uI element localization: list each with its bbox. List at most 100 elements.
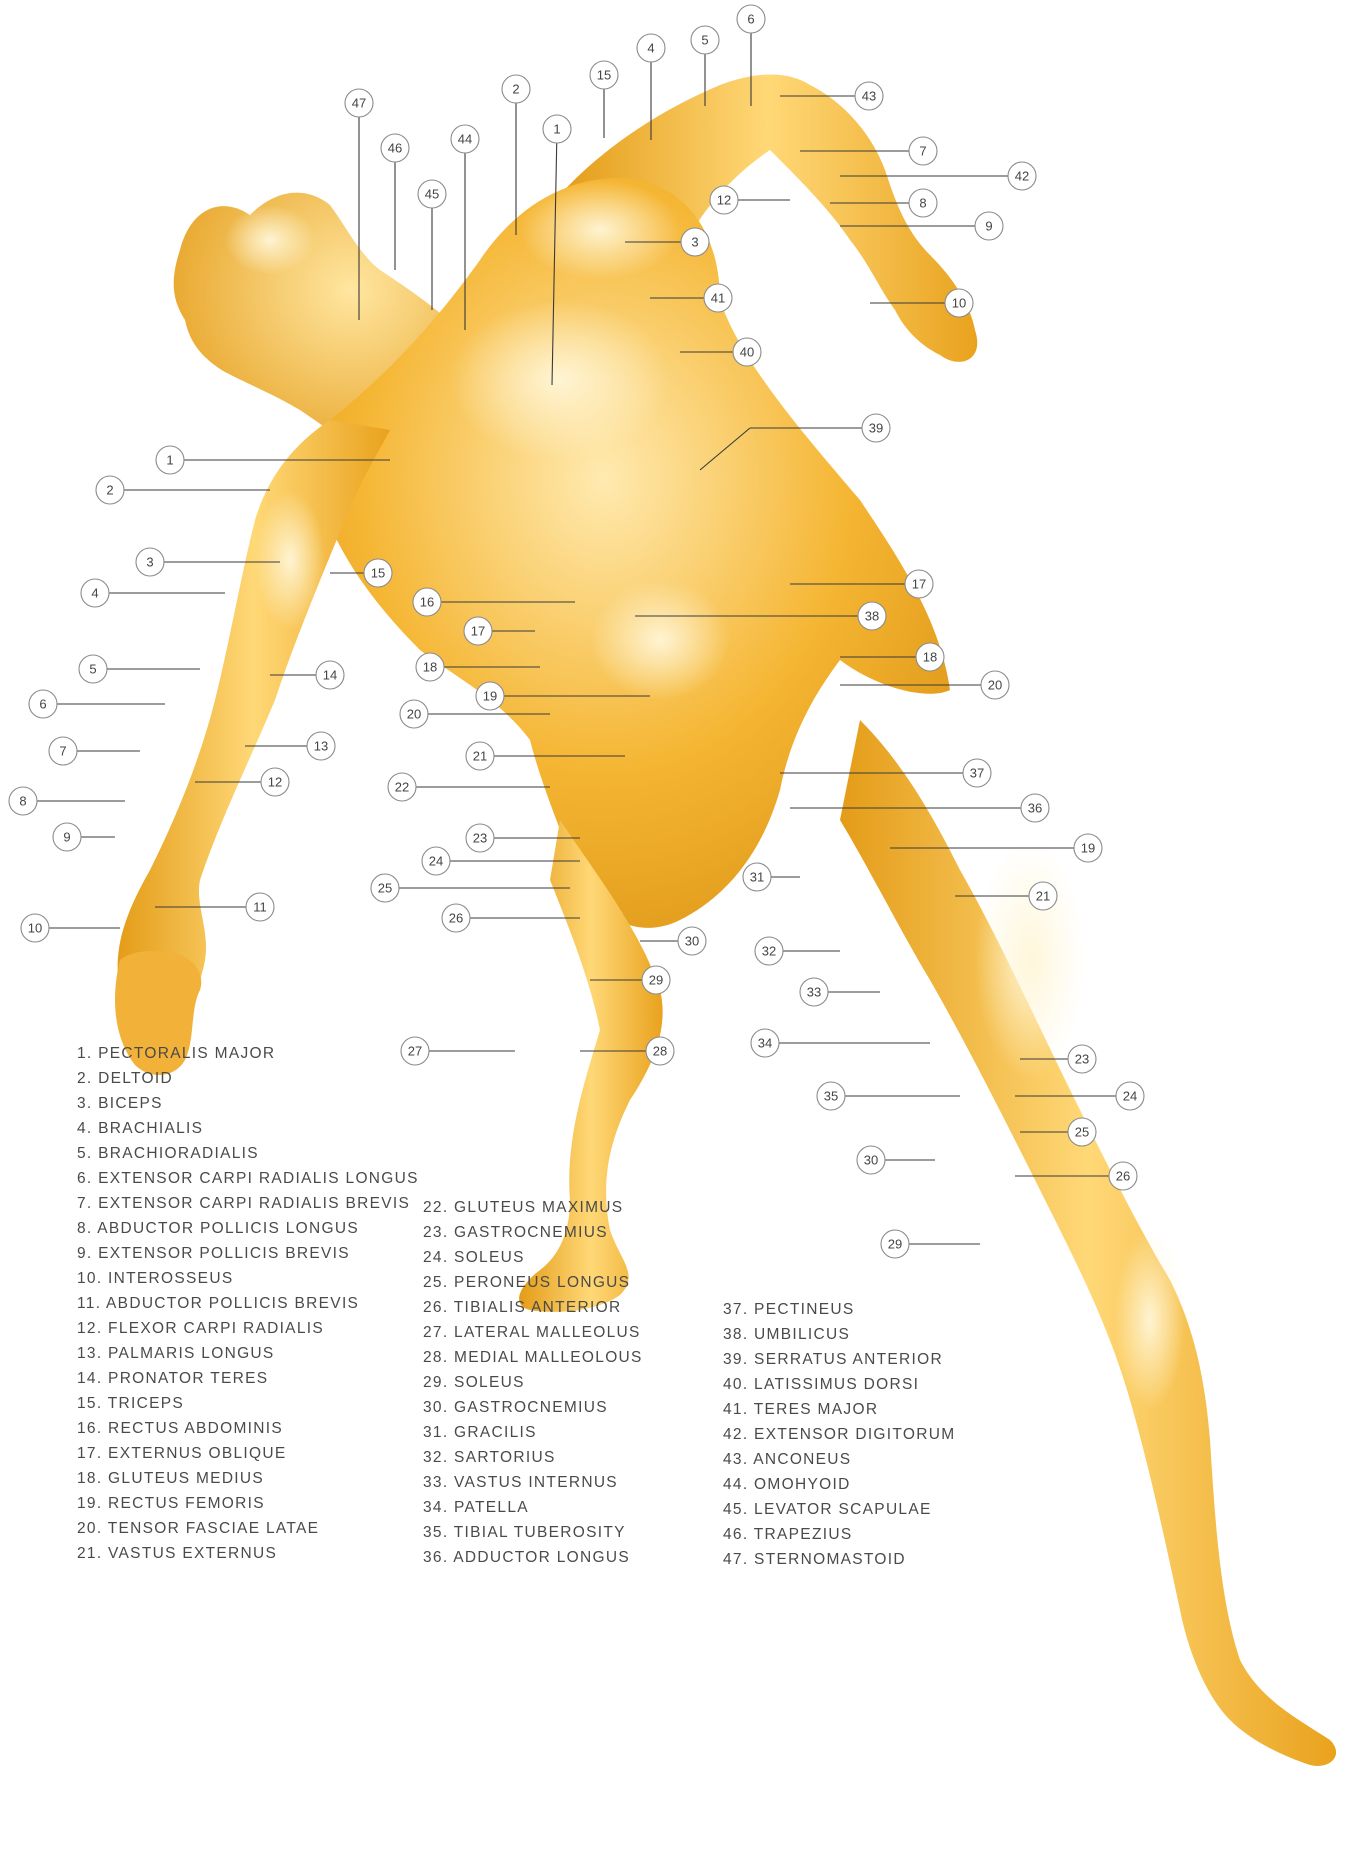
callout-number: 23	[473, 831, 487, 846]
callout-number: 6	[747, 12, 754, 27]
callout-number: 37	[970, 766, 984, 781]
callout-number: 17	[471, 624, 485, 639]
callout-number: 3	[146, 555, 153, 570]
callout-number: 13	[314, 739, 328, 754]
callout-number: 26	[449, 911, 463, 926]
callout-number: 17	[912, 577, 926, 592]
abdomen-highlight	[590, 580, 730, 700]
callout-number: 25	[1075, 1125, 1089, 1140]
legend-item: 4. BRACHIALIS	[77, 1120, 203, 1137]
legend-item: 30. GASTROCNEMIUS	[423, 1399, 608, 1416]
callout-number: 2	[106, 483, 113, 498]
legend-item: 42. EXTENSOR DIGITORUM	[723, 1426, 955, 1443]
callout-number: 29	[649, 973, 663, 988]
legend-item: 45. LEVATOR SCAPULAE	[723, 1501, 932, 1518]
legend-item: 22. GLUTEUS MAXIMUS	[423, 1199, 623, 1216]
callout-number: 30	[864, 1153, 878, 1168]
callout-number: 18	[423, 660, 437, 675]
legend-item: 7. EXTENSOR CARPI RADIALIS BREVIS	[77, 1195, 410, 1212]
legend-item: 14. PRONATOR TERES	[77, 1370, 268, 1387]
legend-item: 21. VASTUS EXTERNUS	[77, 1545, 277, 1562]
legend-item: 32. SARTORIUS	[423, 1449, 556, 1466]
legend: 1. PECTORALIS MAJOR 2. DELTOID 3. BICEPS 4.…	[77, 1045, 955, 1568]
legend-column-1: 1. PECTORALIS MAJOR 2. DELTOID 3. BICEPS 4.…	[77, 1045, 419, 1562]
calf-highlight	[1115, 1230, 1185, 1410]
callout-number: 44	[458, 132, 472, 147]
legend-item: 47. STERNOMASTOID	[723, 1551, 906, 1568]
callout-number: 40	[740, 345, 754, 360]
legend-item: 6. EXTENSOR CARPI RADIALIS LONGUS	[77, 1170, 419, 1187]
callout-number: 30	[685, 934, 699, 949]
legend-item: 33. VASTUS INTERNUS	[423, 1474, 618, 1491]
callout-number: 15	[371, 566, 385, 581]
callout-number: 9	[985, 219, 992, 234]
callout-number: 15	[597, 68, 611, 83]
legend-item: 46. TRAPEZIUS	[723, 1526, 852, 1543]
callout-number: 12	[717, 193, 731, 208]
callout-number: 12	[268, 775, 282, 790]
callout-number: 25	[378, 881, 392, 896]
legend-item: 23. GASTROCNEMIUS	[423, 1224, 608, 1241]
callout-number: 1	[553, 122, 560, 137]
legend-item: 9. EXTENSOR POLLICIS BREVIS	[77, 1245, 350, 1262]
callout-number: 20	[407, 707, 421, 722]
legend-item: 3. BICEPS	[77, 1095, 163, 1112]
callout-number: 21	[473, 749, 487, 764]
callout-number: 14	[323, 668, 337, 683]
callout-number: 43	[862, 89, 876, 104]
callout-number: 16	[420, 595, 434, 610]
legend-item: 31. GRACILIS	[423, 1424, 537, 1441]
callout-number: 36	[1028, 801, 1042, 816]
legend-item: 37. PECTINEUS	[723, 1301, 854, 1318]
legend-item: 29. SOLEUS	[423, 1374, 525, 1391]
legend-item: 15. TRICEPS	[77, 1395, 184, 1412]
legend-item: 17. EXTERNUS OBLIQUE	[77, 1445, 286, 1462]
callout-number: 33	[807, 985, 821, 1000]
callout-number: 5	[701, 33, 708, 48]
legend-item: 27. LATERAL MALLEOLUS	[423, 1324, 641, 1341]
legend-item: 41. TERES MAJOR	[723, 1401, 878, 1418]
legend-item: 24. SOLEUS	[423, 1249, 525, 1266]
right-leg	[840, 720, 1336, 1766]
thigh-highlight	[975, 840, 1085, 1080]
legend-item: 28. MEDIAL MALLEOLOUS	[423, 1349, 643, 1366]
legend-item: 12. FLEXOR CARPI RADIALIS	[77, 1320, 324, 1337]
legend-item: 11. ABDUCTOR POLLICIS BREVIS	[77, 1295, 359, 1312]
callout-number: 39	[869, 421, 883, 436]
callout-number: 41	[711, 291, 725, 306]
callout-number: 24	[1123, 1089, 1137, 1104]
shoulder-highlight	[520, 180, 680, 280]
callout-number: 46	[388, 141, 402, 156]
callout-number: 7	[919, 144, 926, 159]
callout-number: 27	[408, 1044, 422, 1059]
legend-item: 5. BRACHIORADIALIS	[77, 1145, 259, 1162]
callout-number: 19	[483, 689, 497, 704]
callout-number: 10	[28, 921, 42, 936]
legend-item: 16. RECTUS ABDOMINIS	[77, 1420, 283, 1437]
legend-item: 2. DELTOID	[77, 1070, 173, 1087]
legend-item: 38. UMBILICUS	[723, 1326, 850, 1343]
legend-item: 25. PERONEUS LONGUS	[423, 1274, 630, 1291]
legend-item: 36. ADDUCTOR LONGUS	[423, 1549, 630, 1566]
callout-number: 31	[750, 870, 764, 885]
callout-number: 3	[691, 235, 698, 250]
callout-number: 47	[352, 96, 366, 111]
callout-number: 2	[512, 82, 519, 97]
callout-number: 28	[653, 1044, 667, 1059]
callout-number: 1	[166, 453, 173, 468]
callout-number: 19	[1081, 841, 1095, 856]
callout-number: 10	[952, 296, 966, 311]
legend-item: 40. LATISSIMUS DORSI	[723, 1376, 919, 1393]
callout-number: 26	[1116, 1169, 1130, 1184]
head-highlight	[225, 205, 315, 275]
callout-number: 23	[1075, 1052, 1089, 1067]
callout-number: 5	[89, 662, 96, 677]
callout-number: 18	[923, 650, 937, 665]
legend-item: 1. PECTORALIS MAJOR	[77, 1045, 275, 1062]
legend-item: 34. PATELLA	[423, 1499, 529, 1516]
callout-number: 9	[63, 830, 70, 845]
callout-number: 11	[253, 900, 267, 915]
callout-number: 32	[762, 944, 776, 959]
